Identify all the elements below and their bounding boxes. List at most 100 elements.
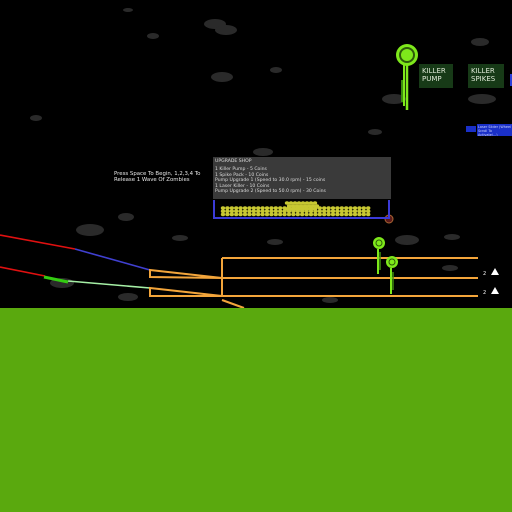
lane-funnel — [149, 268, 223, 279]
laser-beam-mint-bottom — [67, 280, 151, 289]
coin-icon — [326, 209, 331, 213]
coin-icon — [366, 209, 371, 213]
zombie[interactable] — [373, 237, 385, 274]
laser-slider-note[interactable]: Laser Slider (Wheel Scroll To Activate/.… — [477, 124, 512, 136]
coin-icon — [256, 206, 261, 210]
coin-icon — [294, 204, 300, 208]
coin-icon — [339, 206, 344, 210]
coin-icon — [295, 212, 300, 217]
coin-icon — [313, 212, 318, 217]
coin-icon — [335, 212, 340, 217]
coin-icon — [260, 212, 265, 217]
instructions-text: Press Space To Begin, 1,2,3,4 To Release… — [114, 171, 201, 183]
coin-icon — [314, 204, 320, 208]
cloud-icon — [123, 8, 133, 12]
coin-icon — [234, 206, 239, 210]
cloud-icon — [118, 293, 138, 301]
coin-icon — [220, 212, 226, 217]
laser-beam-red-bottom — [0, 266, 46, 277]
coin-icon — [292, 207, 298, 211]
coin-icon — [264, 206, 270, 210]
zombie-head-icon[interactable] — [386, 256, 398, 268]
coin-icon — [322, 209, 327, 213]
coin-icon — [361, 209, 366, 213]
coin-icon — [310, 204, 316, 208]
coin-icon — [304, 207, 310, 211]
coin-icon — [256, 212, 261, 217]
lane-number: 2 — [483, 271, 487, 277]
coin-icon — [308, 201, 314, 205]
zombie-face — [388, 258, 396, 266]
coin-icon — [339, 209, 344, 213]
coin-icon — [304, 201, 310, 205]
shop-item-pump-upgrade-2[interactable]: Pump Upgrade 2 (Speed to 50.0 rpm) - 30 … — [215, 189, 326, 195]
coin-icon — [288, 201, 294, 205]
coin-icon — [273, 209, 278, 213]
coin-icon — [352, 209, 358, 213]
coin-icon — [278, 209, 283, 213]
zombie-head-icon[interactable] — [373, 237, 385, 249]
cloud-icon — [468, 94, 496, 104]
lane-funnel-lower — [149, 286, 223, 297]
lane-number: 2 — [483, 290, 487, 296]
coin-icon — [260, 206, 265, 210]
coin-icon — [269, 212, 274, 217]
coin-icon — [284, 201, 290, 205]
cloud-icon — [270, 67, 282, 73]
coin-icon — [278, 206, 283, 210]
killer-pump-tower[interactable] — [396, 44, 418, 110]
up-arrow-icon[interactable] — [491, 287, 499, 294]
cloud-icon — [267, 239, 283, 245]
shop-item-laser-killer[interactable]: 1 Laser Killer - 10 Coins — [215, 183, 270, 189]
coin-icon — [242, 209, 248, 213]
offscreen-tag[interactable] — [510, 74, 512, 86]
cloud-icon — [30, 115, 42, 121]
coin-icon — [247, 209, 252, 213]
coin-row — [220, 201, 371, 217]
coin-icon — [357, 209, 362, 213]
cloud-icon — [442, 265, 458, 271]
cloud-icon — [76, 224, 104, 236]
shop-item-pump-upgrade-1[interactable]: Pump Upgrade 1 (Speed to 30.0 rpm) - 15 … — [215, 178, 326, 184]
laser-beams — [0, 234, 151, 289]
coin-icon — [238, 212, 243, 217]
coin-icon — [361, 206, 366, 210]
killer-pump-label[interactable]: KILLER PUMP — [419, 64, 453, 88]
zombie[interactable] — [386, 256, 398, 294]
laser-beam-red-top — [0, 234, 76, 250]
coin-icon — [308, 207, 314, 211]
coin-icon — [269, 209, 274, 213]
killer-spikes-label[interactable]: KILLER SPIKES — [468, 64, 504, 88]
coin-icon — [302, 204, 308, 208]
cloud-icon — [172, 235, 188, 241]
coin-icon — [242, 206, 248, 210]
coin-icon — [366, 212, 371, 217]
cloud-icon — [395, 235, 419, 245]
coin-icon — [300, 207, 306, 211]
coin-icon — [304, 212, 309, 217]
shop-item-killer-pump[interactable]: 1 Killer Pump - 5 Coins — [215, 167, 267, 173]
up-arrow-icon[interactable] — [491, 268, 499, 275]
coin-icon — [247, 212, 252, 217]
upgrade-shop-title: UPGRADE SHOP — [215, 159, 252, 164]
coin-icon — [348, 209, 353, 213]
cloud-icon — [215, 25, 237, 35]
coin-icon — [229, 209, 234, 213]
shop-item-spike-pack[interactable]: 1 Spike Pack - 10 Coins — [215, 172, 269, 178]
coin-icon — [330, 206, 336, 210]
coin-icon — [290, 204, 296, 208]
coin-icon — [344, 209, 349, 213]
coin-icon — [225, 212, 230, 217]
laser-slider-handle[interactable] — [466, 126, 476, 132]
coin-icon — [288, 207, 294, 211]
coin-icon — [339, 212, 344, 217]
coin-icon — [234, 209, 239, 213]
coin-icon — [292, 201, 298, 205]
coin-icon — [238, 209, 243, 213]
coin-icon — [357, 206, 362, 210]
coin-icon — [282, 212, 287, 217]
coin-icon — [225, 206, 230, 210]
coin-icon — [278, 212, 283, 217]
